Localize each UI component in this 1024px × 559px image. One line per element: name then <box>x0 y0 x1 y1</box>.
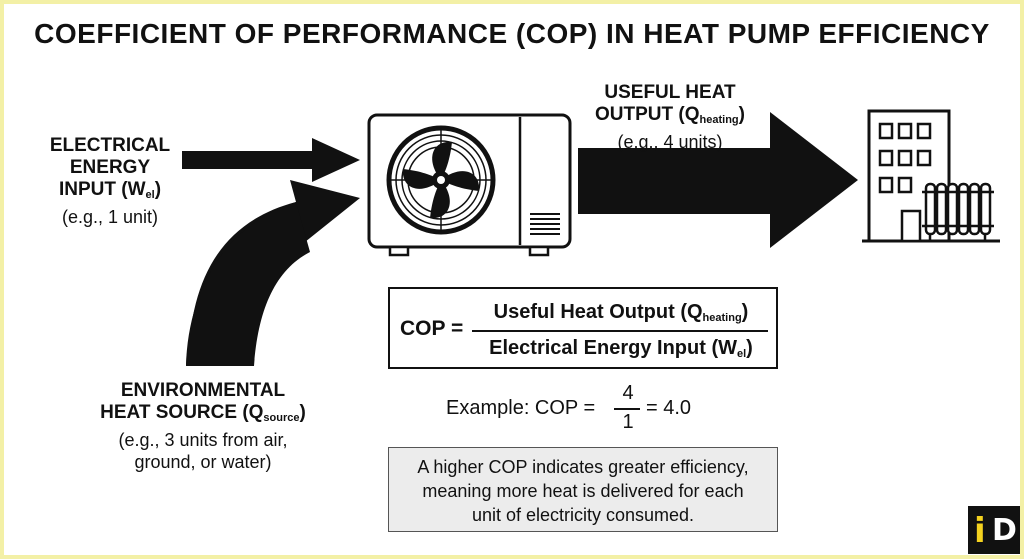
environmental-heat-arrow <box>186 180 360 366</box>
note-line2: meaning more heat is delivered for each <box>422 481 744 501</box>
env-label-line2-end: ) <box>299 402 306 423</box>
electrical-label-line3-end: ) <box>154 179 162 200</box>
brand-logo: i D <box>968 506 1020 554</box>
formula-numerator: Useful Heat Output (Qheating) <box>472 301 770 324</box>
radiator-icon <box>922 182 994 241</box>
note-line1: A higher COP indicates greater efficienc… <box>417 457 749 477</box>
efficiency-note: A higher COP indicates greater efficienc… <box>388 447 778 532</box>
formula-denominator-subscript: el <box>736 348 747 360</box>
useful-heat-arrow <box>578 112 858 248</box>
formula-numerator-subscript: heating <box>702 312 742 324</box>
electrical-input-label: ELECTRICAL ENERGY INPUT (Wel) (e.g., 1 u… <box>40 135 180 228</box>
electrical-label-subscript: el <box>145 189 155 201</box>
electrical-example: (e.g., 1 unit) <box>61 207 159 227</box>
useful-example: (e.g., 4 units) <box>617 132 723 152</box>
electrical-input-arrow <box>182 138 360 182</box>
useful-label-line1: USEFUL HEAT <box>604 82 736 103</box>
example-result: = 4.0 <box>646 397 692 419</box>
formula-fraction-bar <box>472 330 768 332</box>
cop-example: Example: COP = 4 1 = 4.0 <box>446 380 746 436</box>
electrical-label-line3: INPUT (Wel) <box>40 179 180 206</box>
example-numerator: 4 <box>622 382 634 404</box>
useful-label-line2: OUTPUT (Qheating) <box>575 104 765 131</box>
formula-denominator-text: Electrical Energy Input (W <box>489 337 737 359</box>
env-label-line2-text: HEAT SOURCE (Q <box>100 402 264 423</box>
example-text: Example: COP = <box>446 397 596 419</box>
logo-letter-d: D <box>992 513 1017 548</box>
formula-numerator-end: ) <box>741 301 749 323</box>
formula-numerator-text: Useful Heat Output (Q <box>493 301 703 323</box>
useful-label-subscript: heating <box>699 114 739 126</box>
logo-letter-i: i <box>974 511 986 551</box>
useful-label-line2-end: ) <box>738 104 745 125</box>
env-example-line2: ground, or water) <box>134 452 272 472</box>
useful-label-line2-text: OUTPUT (Q <box>595 104 700 125</box>
env-label-line2: HEAT SOURCE (Qsource) <box>88 402 318 429</box>
electrical-label-line3-text: INPUT (W <box>58 179 146 200</box>
environmental-heat-label: ENVIRONMENTAL HEAT SOURCE (Qsource) (e.g… <box>88 380 318 473</box>
electrical-label-line2: ENERGY <box>69 157 151 178</box>
formula-denominator-end: ) <box>746 337 753 359</box>
useful-heat-label: USEFUL HEAT OUTPUT (Qheating) (e.g., 4 u… <box>575 82 765 153</box>
electrical-label-line1: ELECTRICAL <box>49 135 171 156</box>
note-line3: unit of electricity consumed. <box>471 505 695 525</box>
formula-lhs: COP = <box>400 317 464 340</box>
heat-pump-icon <box>367 113 572 257</box>
example-fraction-bar <box>614 408 640 410</box>
env-example-line1: (e.g., 3 units from air, <box>118 430 288 450</box>
formula-denominator: Electrical Energy Input (Wel) <box>472 337 770 360</box>
env-label-line1: ENVIRONMENTAL <box>120 380 286 401</box>
example-denominator: 1 <box>622 411 634 433</box>
diagram-title: COEFFICIENT OF PERFORMANCE (COP) IN HEAT… <box>34 18 990 49</box>
env-label-subscript: source <box>263 412 300 424</box>
cop-formula-box: COP = Useful Heat Output (Qheating) Elec… <box>388 287 778 369</box>
